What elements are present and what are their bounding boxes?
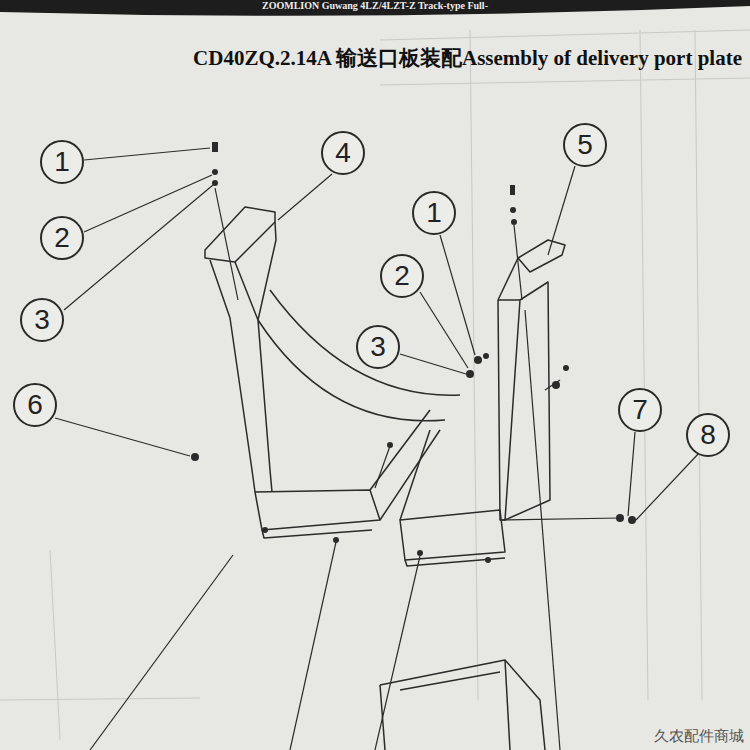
callout-circle: 8 — [686, 413, 730, 457]
callout-circle: 5 — [563, 123, 607, 167]
callout-circle: 2 — [40, 216, 84, 260]
watermark: 久农配件商城 — [652, 727, 746, 746]
callout-number: 1 — [426, 199, 442, 227]
header-band — [0, 0, 750, 16]
callout-number: 3 — [34, 306, 50, 334]
faint-table — [0, 30, 750, 740]
callout-circle: 2 — [380, 254, 424, 298]
callout-circle: 6 — [13, 383, 57, 427]
callout-circle: 1 — [412, 191, 456, 235]
callout-number: 4 — [335, 139, 351, 167]
diagram-title: CD40ZQ.2.14A 输送口板装配Assembly of delivery … — [193, 44, 742, 72]
callout-number: 8 — [700, 421, 716, 449]
callout-circle: 1 — [40, 140, 84, 184]
callout-number: 2 — [394, 262, 410, 290]
header-text: ZOOMLION Guwang 4LZ/4LZT-Z Track-type Fu… — [262, 0, 488, 11]
screws — [191, 142, 636, 563]
callout-number: 6 — [27, 391, 43, 419]
callout-number: 5 — [577, 131, 593, 159]
callout-circle: 3 — [356, 325, 400, 369]
callout-number: 2 — [54, 224, 70, 252]
callout-number: 7 — [632, 396, 648, 424]
bracket-drawing — [205, 207, 565, 750]
callout-circle: 7 — [618, 388, 662, 432]
callout-circle: 3 — [20, 298, 64, 342]
callout-number: 3 — [370, 333, 386, 361]
callout-number: 1 — [54, 148, 70, 176]
callout-circle: 4 — [321, 131, 365, 175]
leader-lines — [55, 148, 700, 750]
